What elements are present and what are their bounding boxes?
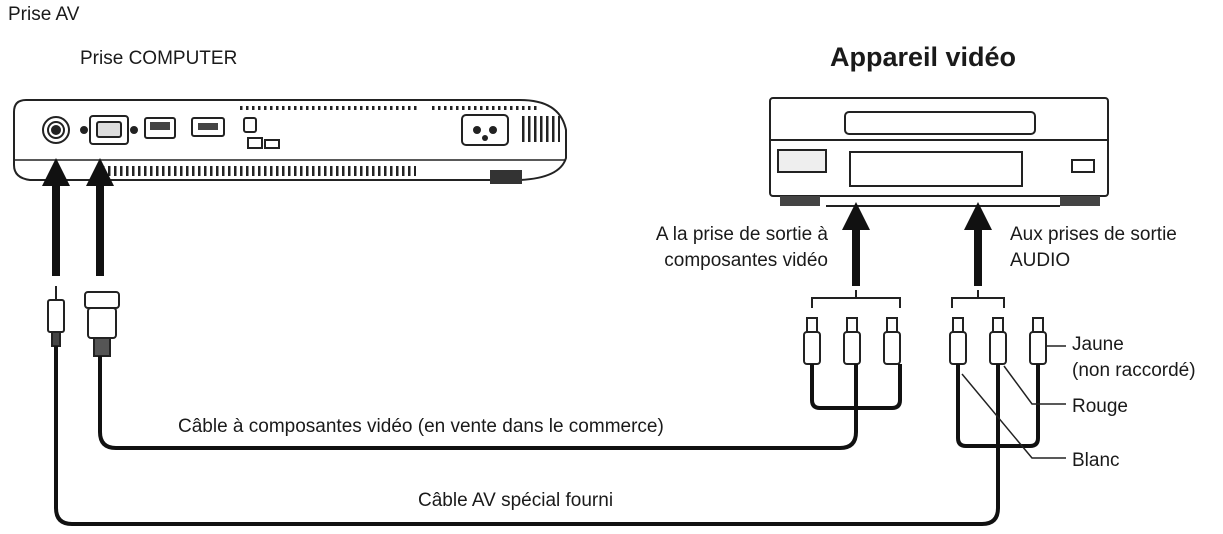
component-output-label-1: A la prise de sortie à <box>655 224 828 245</box>
rca-plugs-component <box>803 317 901 365</box>
jaune-label: Jaune <box>1072 334 1124 355</box>
non-raccorde-label: (non raccordé) <box>1072 360 1196 381</box>
component-output-label-2: composantes vidéo <box>664 250 828 271</box>
audio-bracket <box>951 290 1005 308</box>
av-jack-port <box>42 116 70 144</box>
prise-computer-label: Prise COMPUTER <box>80 48 238 69</box>
video-device <box>769 97 1109 207</box>
av-special-cable <box>54 346 1040 526</box>
rca-plugs-audio <box>949 317 1047 365</box>
audio-output-label-1: Aux prises de sortie <box>1010 224 1177 245</box>
prise-av-label: Prise AV <box>8 4 80 25</box>
audio-output-label-2: AUDIO <box>1010 250 1071 271</box>
computer-port <box>80 115 138 145</box>
rouge-label: Rouge <box>1072 396 1128 417</box>
component-cable-label: Câble à composantes vidéo (en vente dans… <box>178 416 664 437</box>
mini-plug-connector <box>47 286 65 347</box>
power-inlet <box>461 114 509 146</box>
component-video-cable <box>98 356 902 450</box>
mini-usb-port <box>243 117 257 133</box>
component-d-plug <box>84 291 120 357</box>
leader-lines <box>961 345 1066 459</box>
blanc-label: Blanc <box>1072 450 1120 471</box>
projector <box>13 99 567 184</box>
device-title: Appareil vidéo <box>830 42 1017 72</box>
arrows <box>42 158 992 286</box>
av-cable-label: Câble AV spécial fourni <box>418 490 614 511</box>
component-bracket <box>811 290 901 308</box>
